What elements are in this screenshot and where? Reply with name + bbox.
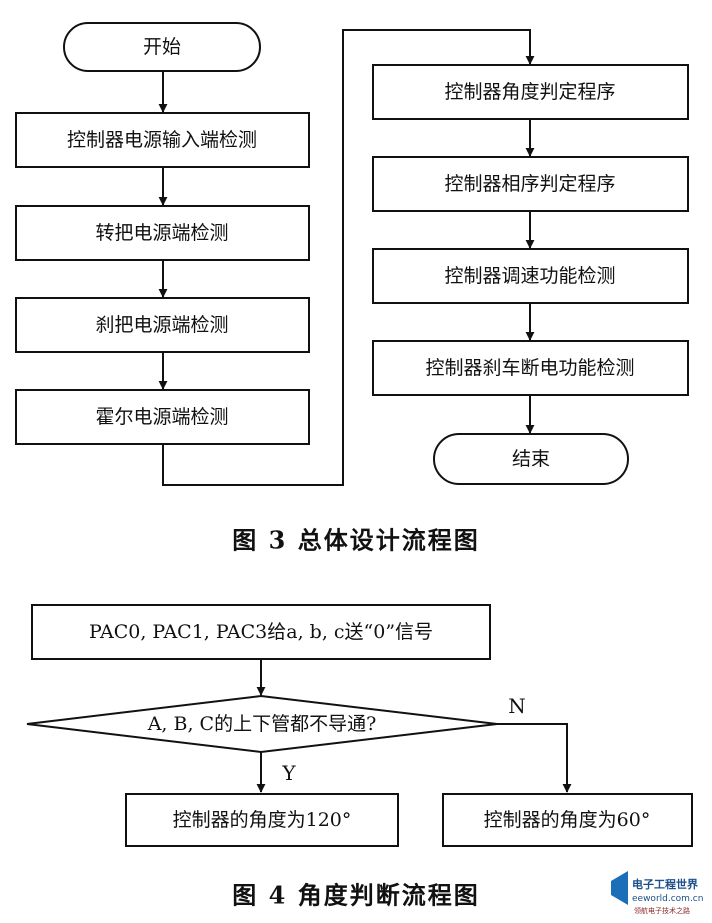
connector-left-to-right xyxy=(162,29,535,486)
step-box-left-1 xyxy=(15,112,310,168)
angle-60-label: 控制器的角度为60° xyxy=(484,809,651,831)
step-box-left-2 xyxy=(15,205,310,261)
watermark-url: eeworld.com.cn xyxy=(632,894,703,904)
watermark-title: 电子工程世界 xyxy=(632,877,698,891)
figure3-flowchart xyxy=(15,22,689,486)
arrow-decision-no xyxy=(497,723,572,793)
left-step-4-label: 霍尔电源端检测 xyxy=(95,406,228,428)
watermark-mark-icon xyxy=(611,871,628,905)
no-label: N xyxy=(508,694,526,718)
watermark-tagline: 领航电子技术之路 xyxy=(634,906,690,915)
signal-box-label: PAC0, PAC1, PAC3给a, b, c送“0”信号 xyxy=(89,621,433,643)
step-box-right-2 xyxy=(372,156,689,212)
figure3-caption: 图 3 总体设计流程图 xyxy=(232,526,479,555)
left-step-2-label: 转把电源端检测 xyxy=(95,222,228,244)
end-label: 结束 xyxy=(512,448,550,470)
right-step-4-label: 控制器刹车断电功能检测 xyxy=(425,357,634,379)
left-step-3-label: 刹把电源端检测 xyxy=(95,314,228,336)
end-terminal xyxy=(433,433,629,485)
figure4-flowchart xyxy=(26,604,693,847)
angle-120-box xyxy=(125,793,399,847)
yes-label: Y xyxy=(281,761,296,785)
step-box-right-3 xyxy=(372,248,689,304)
figure4-caption: 图 4 角度判断流程图 xyxy=(232,881,479,910)
decision-label: A, B, C的上下管都不导通? xyxy=(147,713,377,735)
start-label: 开始 xyxy=(143,36,181,58)
step-box-right-1 xyxy=(372,64,689,120)
step-box-left-3 xyxy=(15,297,310,353)
angle-60-box xyxy=(442,793,693,847)
left-step-1-label: 控制器电源输入端检测 xyxy=(67,129,257,151)
right-step-2-label: 控制器相序判定程序 xyxy=(444,173,615,195)
watermark-logo: 电子工程世界 eeworld.com.cn 领航电子技术之路 xyxy=(611,871,703,915)
angle-120-label: 控制器的角度为120° xyxy=(173,809,352,831)
step-box-right-4 xyxy=(372,340,689,396)
right-step-1-label: 控制器角度判定程序 xyxy=(444,81,615,103)
right-step-3-label: 控制器调速功能检测 xyxy=(444,265,615,287)
signal-box xyxy=(31,604,491,660)
